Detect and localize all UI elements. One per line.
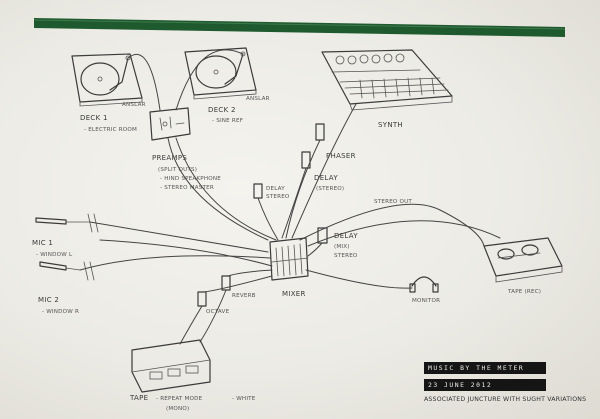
mic1 bbox=[35, 213, 99, 233]
tape-sub2: (MONO) bbox=[166, 406, 189, 412]
preamps-note-1: (SPLIT OUTS) bbox=[158, 167, 197, 173]
mixer bbox=[269, 237, 309, 281]
tape-sub3: - WHITE bbox=[232, 396, 256, 402]
delay-stereo-label: DELAY bbox=[314, 174, 338, 182]
delay-small-sub: STEREO bbox=[266, 194, 290, 200]
delay-mix-sub: (MIX) bbox=[334, 244, 350, 250]
mic1-label: MIC 1 bbox=[32, 239, 53, 247]
octave-label: OCTAVE bbox=[206, 309, 230, 315]
credit-subtitle: ASSOCIATED JUNCTURE WITH SUGHT VARIATION… bbox=[424, 396, 587, 403]
tape-rec-label: TAPE (REC) bbox=[507, 289, 541, 295]
cables bbox=[79, 49, 501, 345]
delay-mix-sub2: STEREO bbox=[334, 253, 358, 259]
delay-small-pedal bbox=[253, 183, 263, 199]
monitor-label: MONITOR bbox=[412, 298, 440, 304]
mic2 bbox=[39, 261, 95, 281]
mixer-label: MIXER bbox=[282, 290, 306, 298]
delay-mix-label: DELAY bbox=[334, 232, 358, 240]
deck2-turntable bbox=[184, 47, 257, 100]
monitor-headphones bbox=[409, 276, 439, 293]
tape-rec-deck bbox=[483, 237, 563, 283]
preamps-label: PREAMPS bbox=[152, 154, 187, 162]
deck1-label: DECK 1 bbox=[80, 114, 108, 122]
credit-date: 23 JUNE 2012 bbox=[424, 379, 546, 391]
mic2-sub: - WINDOW R bbox=[42, 309, 79, 315]
tape-highlight bbox=[33, 19, 566, 30]
preamps-note-2: - HIND SPEAKPHONE bbox=[160, 176, 221, 182]
deck1-turntable bbox=[71, 53, 143, 107]
deck1-sub: - ELECTRIC ROOM bbox=[84, 127, 137, 133]
delay-small-label: DELAY bbox=[266, 186, 285, 192]
tape-sub: - REPEAT MODE bbox=[156, 396, 203, 402]
preamps-note-3: - STEREO MASTER bbox=[160, 185, 214, 191]
deck2-label: DECK 2 bbox=[208, 106, 236, 114]
tape-label: TAPE bbox=[129, 394, 148, 402]
deck2-sub: - SINE REF bbox=[212, 118, 243, 124]
tape-deck-bottom bbox=[131, 339, 211, 393]
credit-title: MUSIC BY THE METER bbox=[424, 362, 546, 374]
credit-block: MUSIC BY THE METER 23 JUNE 2012 ASSOCIAT… bbox=[424, 362, 587, 403]
phaser-label: PHASER bbox=[326, 152, 356, 160]
reverb-label: REVERB bbox=[232, 293, 256, 299]
preamps-box bbox=[149, 107, 191, 141]
phaser-pedal bbox=[315, 123, 325, 141]
octave-pedal bbox=[197, 291, 207, 307]
stereo-out-label: STEREO OUT bbox=[374, 199, 412, 205]
synth-keyboard bbox=[321, 49, 453, 111]
mic1-sub: - WINDOW L bbox=[36, 252, 73, 258]
mic2-label: MIC 2 bbox=[38, 296, 59, 304]
deck1-tag: ANSLAR bbox=[122, 102, 146, 108]
deck2-tag: ANSLAR bbox=[246, 96, 270, 102]
delay-stereo-sub: (STEREO) bbox=[316, 186, 344, 192]
synth-label: SYNTH bbox=[378, 121, 403, 129]
